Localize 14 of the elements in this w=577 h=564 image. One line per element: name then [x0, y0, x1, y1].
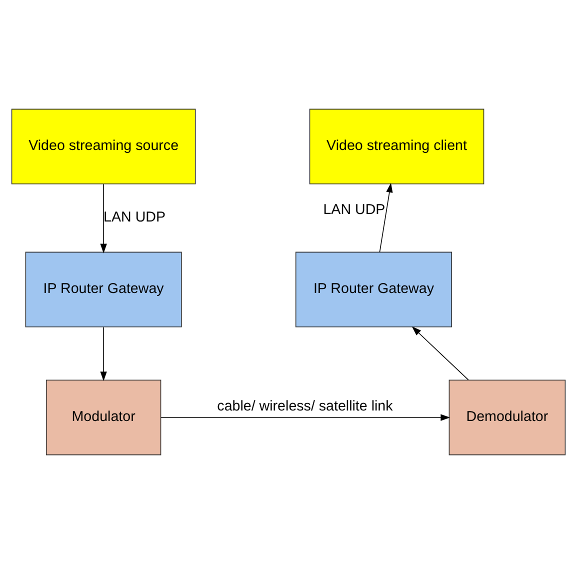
- edge-label: cable/ wireless/ satellite link: [217, 398, 393, 415]
- node-box: IP Router Gateway: [295, 252, 452, 328]
- arrow: [100, 326, 107, 382]
- arrow: [412, 326, 469, 380]
- arrow: [379, 182, 393, 253]
- arrow: [100, 184, 107, 254]
- node-box: Modulator: [46, 380, 162, 456]
- edge-label: LAN UDP: [323, 202, 386, 218]
- arrow: [160, 414, 450, 421]
- node-box: IP Router Gateway: [25, 252, 182, 328]
- node-box: Video streaming source: [11, 108, 196, 184]
- edge-label: LAN UDP: [104, 210, 166, 226]
- node-box: Demodulator: [448, 380, 566, 456]
- node-box: Video streaming client: [309, 108, 484, 184]
